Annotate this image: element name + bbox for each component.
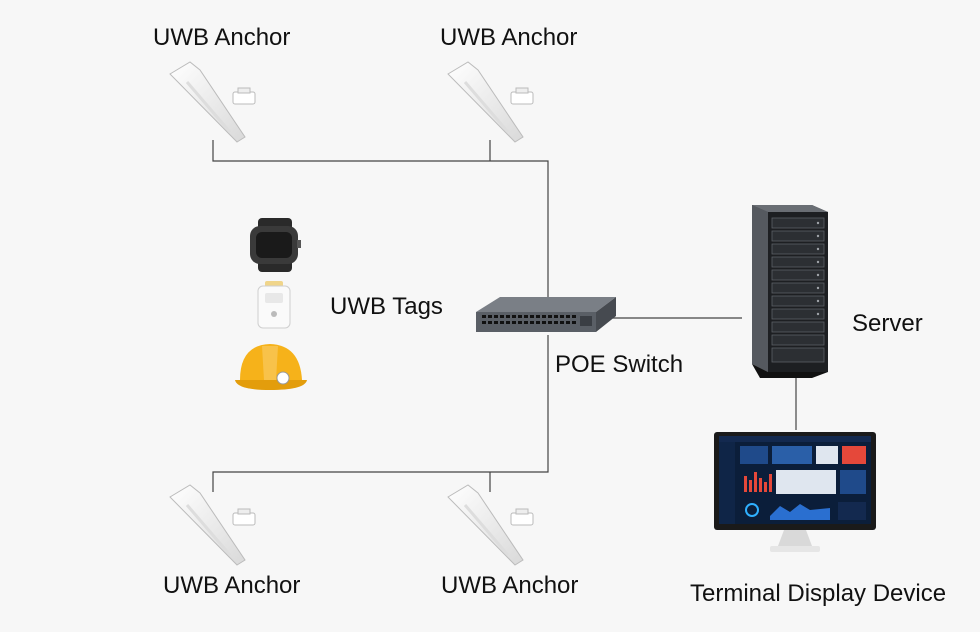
badge-tag-icon (257, 281, 291, 329)
anchor-label-top-right: UWB Anchor (440, 24, 578, 51)
uwb-anchor-icon (169, 484, 256, 566)
tags-label: UWB Tags (330, 293, 443, 320)
terminal-label: Terminal Display Device (690, 580, 947, 607)
bottom-bus-line (212, 335, 549, 492)
top-bus-line (212, 140, 549, 300)
uwb-anchor-icon (169, 61, 256, 143)
switch-label: POE Switch (555, 351, 684, 378)
uwb-anchor-icon (447, 484, 534, 566)
helmet-tag-icon (235, 344, 307, 390)
uwb-anchor-icon (447, 61, 534, 143)
anchor-label-bottom-left: UWB Anchor (163, 572, 301, 599)
anchor-label-top-left: UWB Anchor (153, 24, 291, 51)
server-label: Server (852, 310, 923, 337)
smartwatch-tag-icon (250, 218, 301, 272)
anchor-label-bottom-right: UWB Anchor (441, 572, 579, 599)
